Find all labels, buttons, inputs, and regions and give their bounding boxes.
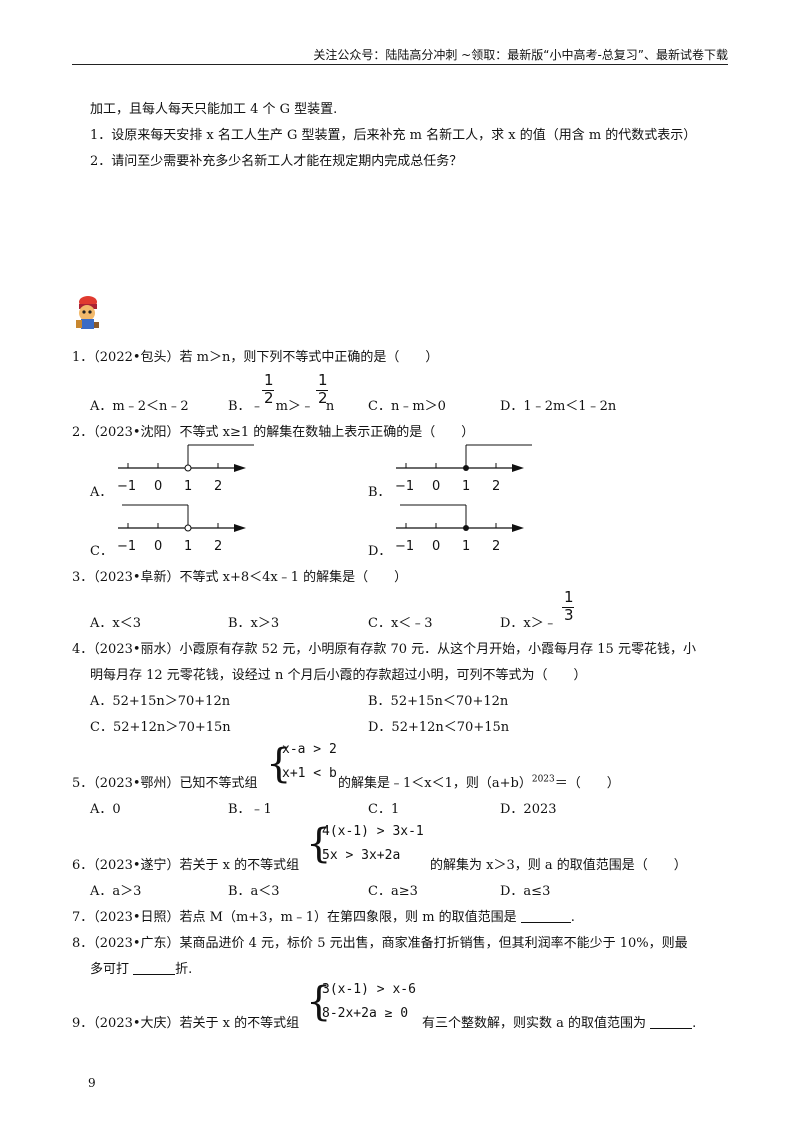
fraction-numerator: 1	[264, 371, 274, 389]
q5-option-b: B．﹣1	[228, 802, 272, 817]
question-9-suffix: 有三个整数解，则实数 a 的取值范围为 .	[422, 1016, 697, 1031]
svg-text:0: 0	[432, 539, 440, 554]
system-brace: {	[266, 741, 292, 787]
system-eq-1: x-a > 2	[282, 742, 337, 757]
system-eq-2: x+1 < b	[282, 766, 337, 781]
q2-option-a: A．	[90, 485, 113, 500]
svg-text:2: 2	[214, 539, 222, 554]
fraction-numerator: 1	[318, 371, 328, 389]
intro-line: 加工，且每人每天只能加工 4 个 G 型装置.	[90, 102, 338, 117]
system-eq-1: 4(x-1) > 3x-1	[322, 824, 424, 839]
q6-option-b: B．a＜3	[228, 884, 280, 899]
question-8-line2: 多可打 折.	[90, 962, 193, 977]
answer-blank[interactable]	[133, 962, 176, 975]
system-brace: {	[306, 979, 332, 1025]
question-3-stem: 3．（2023•阜新）不等式 x+8＜4x﹣1 的解集是（ ）	[72, 570, 408, 585]
system-eq-2: 5x > 3x+2a	[322, 848, 401, 863]
number-line-c: −1 0 1 2	[117, 504, 246, 554]
q3-option-d: D．x＞﹣	[500, 616, 557, 631]
fraction-bar	[262, 390, 274, 391]
answer-blank[interactable]	[520, 910, 571, 923]
number-line-d: −1 0 1 2	[395, 504, 524, 554]
q3-option-a: A．x＜3	[90, 616, 141, 631]
fraction-bar	[562, 607, 574, 608]
q5-option-d: D．2023	[500, 802, 557, 817]
svg-text:−1: −1	[117, 479, 136, 494]
mascot-icon	[76, 296, 99, 329]
system-eq-1: 3(x-1) > x-6	[322, 982, 416, 997]
svg-text:−1: −1	[395, 479, 414, 494]
header-rule	[72, 64, 728, 65]
q4-option-c: C．52+12n＞70+15n	[90, 720, 231, 735]
q4-option-a: A．52+15n＞70+12n	[90, 694, 231, 709]
q2-option-b: B．	[368, 485, 391, 500]
system-eq-2: 8-2x+2a ≥ 0	[322, 1006, 409, 1021]
question-7: 7．（2023•日照）若点 M（m+3，m﹣1）在第四象限，则 m 的取值范围是…	[72, 910, 575, 925]
fraction-denominator: 2	[264, 389, 274, 407]
question-5-suffix: 的解集是﹣1＜x＜1，则（a+b）2023＝（ ）	[338, 774, 620, 791]
svg-text:0: 0	[154, 539, 162, 554]
fraction-bar	[316, 390, 328, 391]
page-header: 关注公众号：陆陆高分冲刺 ~领取：最新版“小中高考-总复习”、最新试卷下载	[313, 48, 728, 62]
fraction-numerator: 1	[564, 588, 574, 606]
q4-option-d: D．52+12n＜70+15n	[368, 720, 510, 735]
svg-text:−1: −1	[117, 539, 136, 554]
fraction-denominator: 2	[318, 389, 328, 407]
svg-text:2: 2	[492, 479, 500, 494]
intro-line: 1．设原来每天安排 x 名工人生产 G 型装置，后来补充 m 名新工人，求 x …	[90, 128, 697, 143]
svg-text:0: 0	[432, 479, 440, 494]
q6-option-a: A．a＞3	[90, 884, 142, 899]
q3-option-c: C．x＜﹣3	[368, 616, 433, 631]
number-line-a: −1 0 1 2	[117, 444, 254, 494]
q1-option-c: C．n﹣m＞0	[368, 399, 446, 414]
q5-option-c: C．1	[368, 802, 400, 817]
svg-text:1: 1	[462, 479, 470, 494]
svg-text:2: 2	[492, 539, 500, 554]
svg-text:0: 0	[154, 479, 162, 494]
q3-option-b: B．x＞3	[228, 616, 280, 631]
q1-option-d: D．1﹣2m＜1﹣2n	[500, 399, 617, 414]
q5-option-a: A．0	[90, 802, 121, 817]
fraction-denominator: 3	[564, 606, 574, 624]
intro-line: 2．请问至少需要补充多少名新工人才能在规定期内完成总任务？	[90, 154, 463, 169]
question-1-stem: 1．（2022•包头）若 m＞n，则下列不等式中正确的是（ ）	[72, 350, 439, 365]
number-line-b: −1 0 1 2	[395, 444, 532, 494]
question-2-stem: 2．（2023•沈阳）不等式 x≥1 的解集在数轴上表示正确的是（ ）	[72, 425, 475, 440]
q1-option-a: A．m﹣2＜n﹣2	[90, 399, 189, 414]
q6-option-c: C．a≥3	[368, 884, 418, 899]
q6-option-d: D．a≤3	[500, 884, 551, 899]
question-5-prefix: 5．（2023•鄂州）已知不等式组	[72, 776, 258, 791]
question-6-prefix: 6．（2023•遂宁）若关于 x 的不等式组	[72, 858, 300, 873]
question-4-line1: 4．（2023•丽水）小霞原有存款 52 元，小明原有存款 70 元．从这个月开…	[72, 642, 696, 657]
answer-blank[interactable]	[650, 1016, 693, 1029]
svg-text:−1: −1	[395, 539, 414, 554]
svg-text:1: 1	[462, 539, 470, 554]
page-number: 9	[88, 1076, 96, 1090]
question-6-suffix: 的解集为 x＞3，则 a 的取值范围是（ ）	[430, 858, 687, 873]
question-4-line2: 明每月存 12 元零花钱，设经过 n 个月后小霞的存款超过小明，可列不等式为（ …	[90, 668, 587, 683]
svg-text:1: 1	[184, 539, 192, 554]
svg-text:1: 1	[184, 479, 192, 494]
question-9-prefix: 9．（2023•大庆）若关于 x 的不等式组	[72, 1016, 300, 1031]
question-8-line1: 8．（2023•广东）某商品进价 4 元，标价 5 元出售，商家准备打折销售，但…	[72, 936, 688, 951]
q2-option-d: D．	[368, 544, 392, 559]
q4-option-b: B．52+15n＜70+12n	[368, 694, 509, 709]
q2-option-c: C．	[90, 544, 113, 559]
q1-option-b: B．﹣m＞﹣n	[228, 399, 335, 414]
system-brace: {	[306, 821, 332, 867]
svg-text:2: 2	[214, 479, 222, 494]
